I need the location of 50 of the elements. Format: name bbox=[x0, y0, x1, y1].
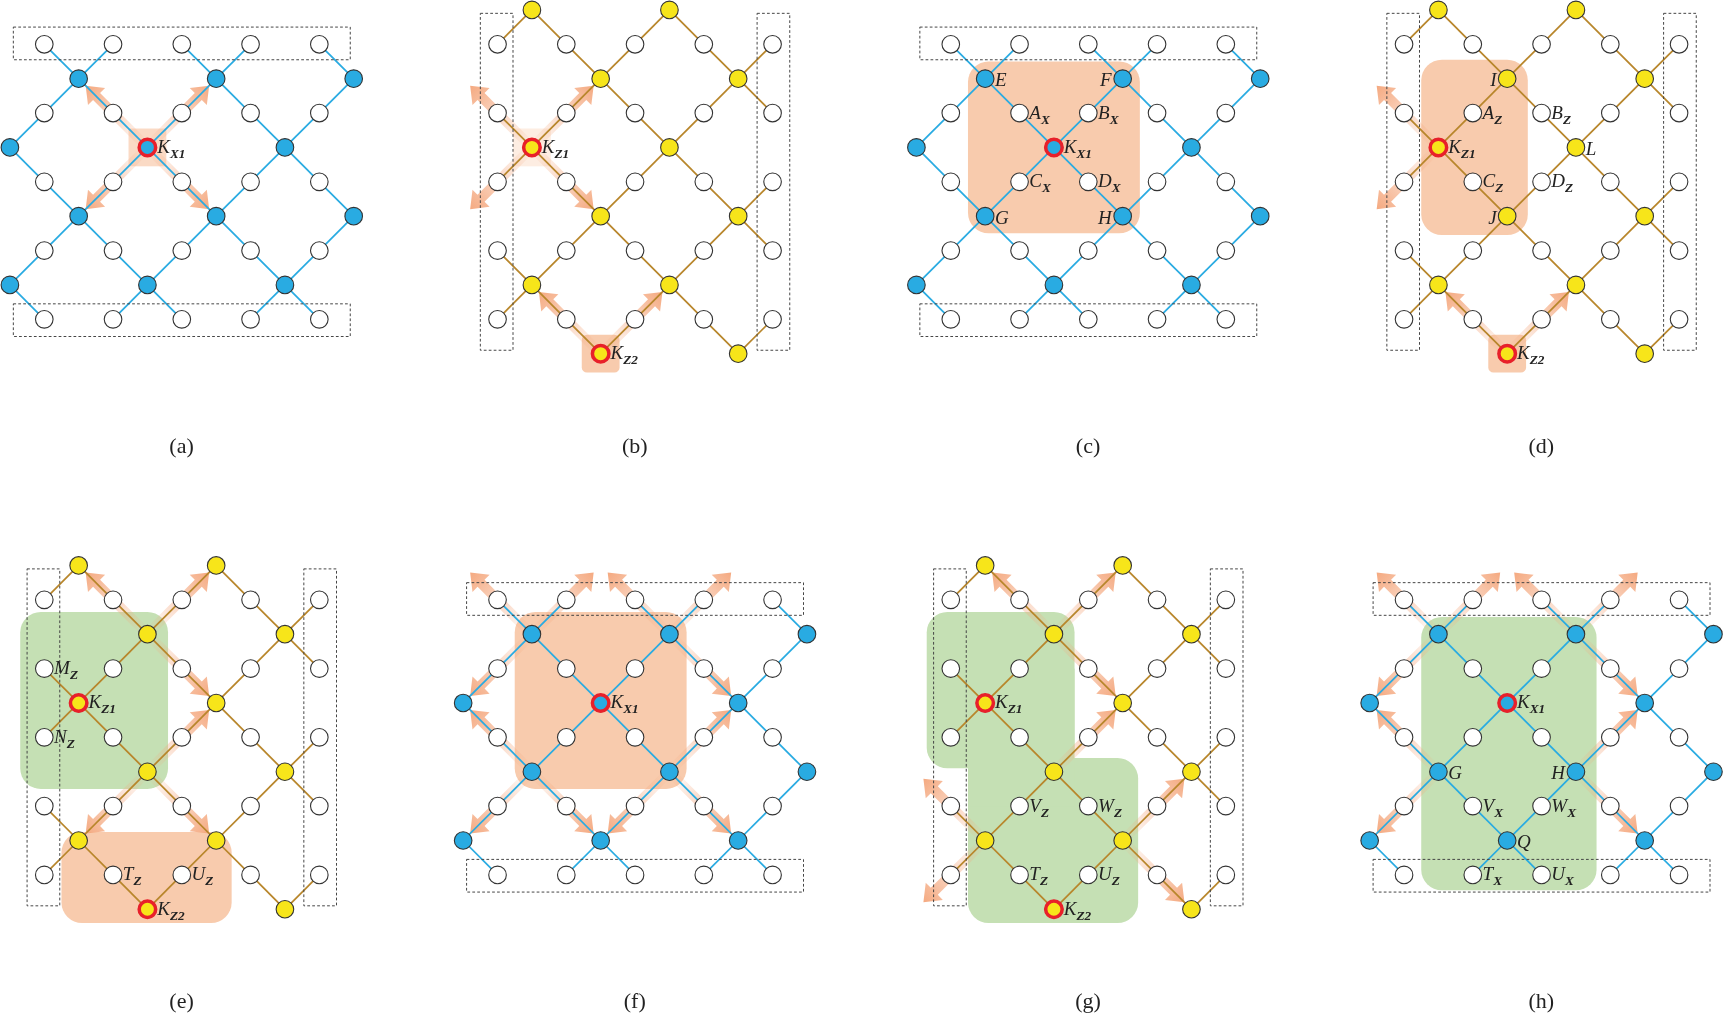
qubit-label: C$_{Z}$ bbox=[1482, 171, 1504, 195]
panel-caption: (g) bbox=[1075, 990, 1101, 1013]
qubit-label: A$_{Z}$ bbox=[1482, 102, 1503, 126]
qubit-label: K$_{Z1}$ bbox=[1448, 136, 1476, 160]
qubit-label: K$_{Z2}$ bbox=[1063, 898, 1092, 922]
qubit-label: N$_{Z}$ bbox=[54, 726, 75, 750]
qubit-label: H bbox=[1551, 763, 1565, 783]
qubit-label: T$_{X}$ bbox=[1482, 864, 1503, 888]
qubit-label: A$_{X}$ bbox=[1029, 102, 1050, 126]
qubit-label: K$_{Z1}$ bbox=[88, 692, 116, 716]
panel-caption: (h) bbox=[1528, 990, 1555, 1013]
qubit-label: U$_{Z}$ bbox=[1098, 864, 1120, 888]
qubit-label: B$_{Z}$ bbox=[1551, 102, 1572, 126]
qubit-label: K$_{X1}$ bbox=[1516, 692, 1546, 716]
qubit-label: K$_{Z2}$ bbox=[157, 898, 185, 922]
qubit-label: K$_{Z1}$ bbox=[541, 136, 570, 160]
qubit-label: V$_{X}$ bbox=[1482, 795, 1504, 819]
qubit-label: L bbox=[1585, 138, 1597, 158]
panel-caption: (c) bbox=[1075, 434, 1101, 457]
qubit-label: Q bbox=[1516, 832, 1531, 851]
qubit-label: K$_{Z2}$ bbox=[1516, 343, 1545, 367]
qubit-label: W$_{X}$ bbox=[1551, 795, 1577, 819]
panel-caption: (d) bbox=[1528, 434, 1555, 457]
qubit-label: K$_{X1}$ bbox=[1063, 136, 1092, 160]
panel-caption: (b) bbox=[621, 434, 648, 457]
qubit-label: D$_{Z}$ bbox=[1551, 171, 1574, 195]
qubit-label: K$_{Z1}$ bbox=[994, 692, 1023, 716]
qubit-label: F bbox=[1099, 70, 1112, 90]
qubit-label: W$_{Z}$ bbox=[1098, 795, 1123, 819]
panel-caption: (f) bbox=[623, 990, 646, 1013]
qubit-label: E bbox=[994, 70, 1007, 90]
panel-caption: (e) bbox=[169, 990, 194, 1013]
qubit-label: C$_{X}$ bbox=[1029, 171, 1051, 195]
qubit-label: G bbox=[1448, 763, 1462, 783]
qubit-label: D$_{X}$ bbox=[1098, 171, 1121, 195]
qubit-label: K$_{Z2}$ bbox=[610, 343, 638, 367]
qubit-label: G bbox=[994, 207, 1009, 227]
qubit-label: T$_{Z}$ bbox=[122, 864, 142, 888]
qubit-label: H bbox=[1097, 207, 1112, 227]
qubit-label: K$_{X1}$ bbox=[610, 692, 639, 716]
qubit-label: U$_{X}$ bbox=[1551, 864, 1574, 888]
qubit-label: V$_{Z}$ bbox=[1029, 795, 1050, 819]
qubit-label: T$_{Z}$ bbox=[1029, 864, 1049, 888]
qubit-label: K$_{X1}$ bbox=[157, 136, 186, 160]
qubit-label: M$_{Z}$ bbox=[54, 658, 79, 682]
qubit-label: U$_{Z}$ bbox=[191, 864, 214, 888]
qubit-label: B$_{X}$ bbox=[1098, 102, 1119, 126]
qubit-label: I bbox=[1490, 70, 1497, 90]
qubit-label: J bbox=[1488, 207, 1497, 227]
panel-caption: (a) bbox=[169, 434, 194, 457]
